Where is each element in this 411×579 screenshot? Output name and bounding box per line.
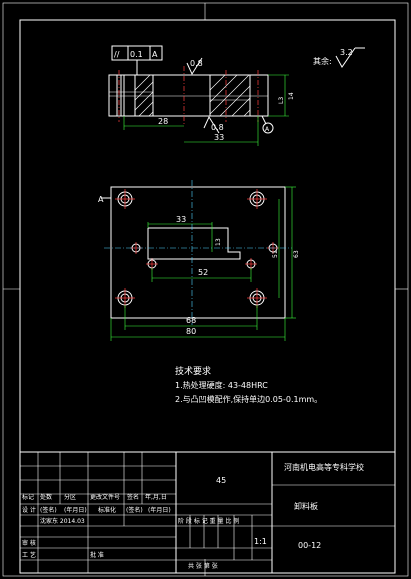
plan-dim-13: 13 [215,238,222,246]
parallelism-symbol: // [114,50,120,59]
dim-14: 14 [288,92,295,100]
roughness-other-value: 3.2 [340,48,353,57]
dim-33: 33 [214,133,224,142]
standard-date: (年月日) [148,506,171,514]
design-date: (年月日) [64,506,87,514]
notes-title: 技术要求 [175,365,211,377]
col-label-change-doc: 更改文件号 [90,493,120,501]
roughness-other: 其余: 3.2 [313,47,365,68]
plan-dim-63: 63 [293,250,300,258]
notes-line-1: 1.热处理硬度: 43-48HRC [175,380,268,390]
datum-reference: A [152,50,158,59]
notes-line-2: 2.与凸凹模配作,保持单边0.05-0.1mm。 [175,394,322,404]
material: 45 [216,476,226,485]
design-signature: (签名) [40,506,57,514]
section-outline [108,74,269,117]
parallelism-tolerance-frame: // 0.1 A [111,45,163,75]
hatch-lines-left [134,74,154,117]
plate-outline [110,186,286,319]
designer-name-date: 沈家东 2014.03 [40,517,85,525]
scale: 1:1 [254,537,267,546]
roughness-symbol-top: 0.8 [186,57,203,76]
roughness-other-label: 其余: [313,56,332,66]
hole-top-right [247,189,267,209]
punch-slot [147,227,241,260]
standard-signature: (签名) [126,506,143,514]
section-hatch-left [134,74,154,117]
drawing-number: 00-12 [298,541,321,550]
col-label-count: 处数 [40,493,52,501]
process-label: 工 艺 [22,551,36,559]
title-block: 45 河南机电高等专科学校 卸料板 00-12 标记 处数 分区 更改文件号 签… [19,451,396,574]
part-name: 卸料板 [294,501,318,511]
approve-label: 批 准 [90,551,104,559]
plan-dim-68: 68 [186,316,196,325]
col-label-signature: 签名 [127,493,139,501]
sheet-info: 共 张 第 张 [188,562,218,570]
stage-labels: 阶 段 标 记 重 量 比 例 [178,517,239,525]
tolerance-value: 0.1 [130,50,143,59]
design-label: 设 计 [22,506,36,514]
hole-top-left [115,189,135,209]
roughness-top-value: 0.8 [190,59,203,68]
school-name: 河南机电高等专科学校 [284,462,364,472]
roughness-bottom-value: 0.8 [211,123,224,132]
plan-dim-80: 80 [186,327,196,336]
hatch-lines-right [209,74,251,117]
col-label-zone: 分区 [64,493,76,501]
datum-circle [262,122,274,134]
review-label: 审 核 [22,539,36,547]
sheet-inner-border [19,19,396,574]
plan-datum-a: A [98,195,104,204]
col-label-mark: 标记 [22,493,34,501]
plan-dim-51: 51 [272,250,279,258]
section-hatch-right [209,74,251,117]
roughness-symbol-bottom: 0.8 [203,115,224,134]
section-view: // 0.1 A 0.8 0.8 其余: 3.2 28 33 14 [108,45,365,146]
plan-dim-52: 52 [198,268,208,277]
standard-label: 标准化 [98,506,116,514]
plan-view: A [98,180,300,341]
plan-dim-33: 33 [176,215,186,224]
col-label-date: 年,月,日 [145,493,167,501]
technical-notes: 技术要求 1.热处理硬度: 43-48HRC 2.与凸凹模配作,保持单边0.05… [175,365,322,404]
dim-l3: L3 [278,97,285,104]
datum-circle-label: A [265,126,270,133]
dim-28: 28 [158,117,168,126]
